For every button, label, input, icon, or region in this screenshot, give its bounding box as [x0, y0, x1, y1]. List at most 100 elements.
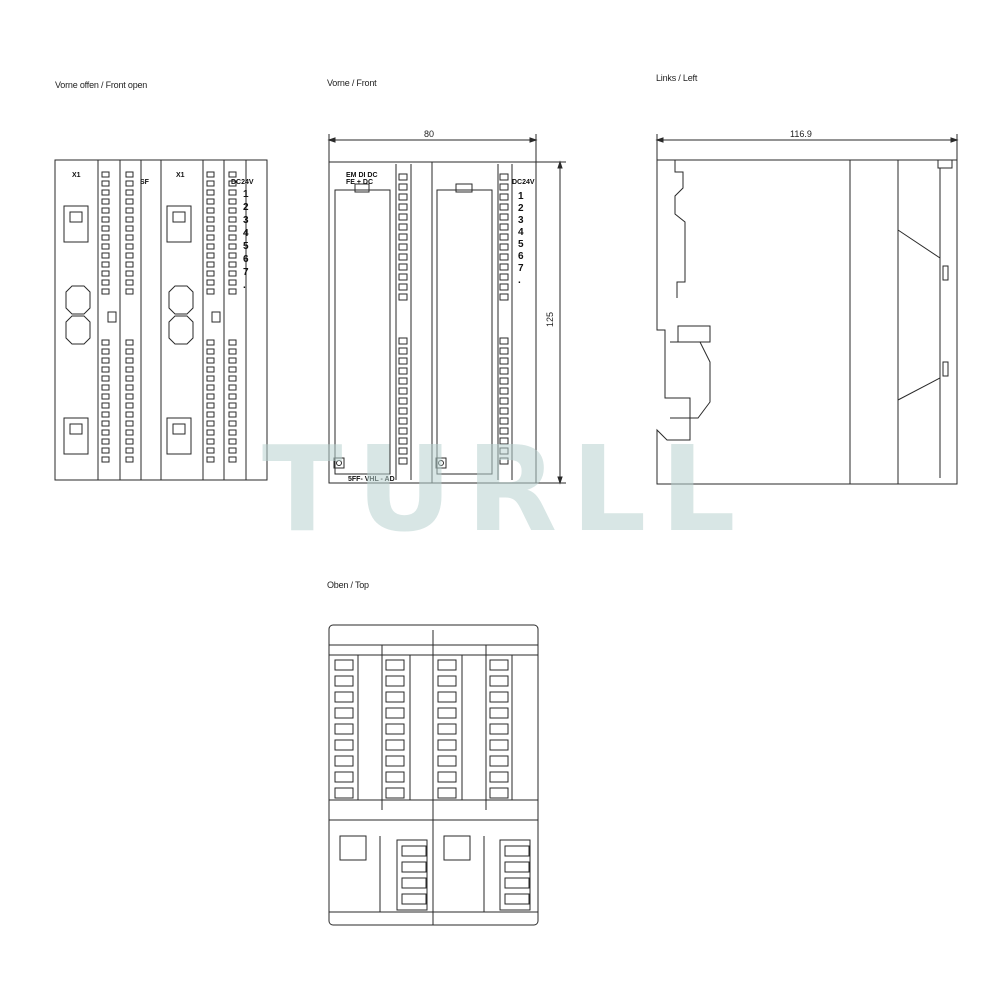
left-view: [655, 134, 959, 485]
left-profile: [656, 159, 958, 485]
dim-width-front: 80: [424, 129, 434, 139]
terminal-cell: [385, 707, 405, 719]
terminal-slot: [398, 367, 408, 375]
terminal-slot: [206, 216, 215, 223]
terminal-cell: [334, 723, 354, 735]
channel-label: 4: [518, 227, 524, 238]
front-bottom-text: 5FF- VHL - AD: [348, 476, 395, 483]
terminal-cell: [401, 845, 427, 857]
terminal-slot: [101, 252, 110, 259]
terminal-slot: [398, 337, 408, 345]
terminal-slot: [101, 339, 110, 346]
terminal-cell: [437, 771, 457, 783]
front-dc-label: DC24V: [512, 179, 535, 186]
terminal-slot: [101, 357, 110, 364]
terminal-slot: [499, 203, 509, 211]
terminal-slot: [125, 420, 134, 427]
terminal-slot: [206, 198, 215, 205]
terminal-cell: [437, 691, 457, 703]
label-left: Links / Left: [656, 73, 698, 83]
terminal-slot: [101, 279, 110, 286]
terminal-slot: [228, 207, 237, 214]
terminal-slot: [206, 207, 215, 214]
terminal-slot: [125, 180, 134, 187]
terminal-slot: [499, 387, 509, 395]
terminal-cell: [334, 691, 354, 703]
terminal-slot: [125, 429, 134, 436]
terminal-slot: [398, 283, 408, 291]
terminal-slot: [499, 377, 509, 385]
terminal-slot: [101, 348, 110, 355]
terminal-slot: [125, 198, 134, 205]
terminal-slot: [228, 252, 237, 259]
terminal-slot: [398, 223, 408, 231]
terminal-slot: [228, 393, 237, 400]
terminal-slot: [228, 375, 237, 382]
terminal-slot: [499, 243, 509, 251]
terminal-slot: [125, 243, 134, 250]
terminal-slot: [125, 279, 134, 286]
terminal-slot: [101, 447, 110, 454]
terminal-slot: [125, 447, 134, 454]
terminal-slot: [499, 427, 509, 435]
sf-label: SF: [140, 179, 150, 186]
terminal-cell: [504, 845, 530, 857]
x1-right-label: X1: [176, 172, 185, 179]
terminal-slot: [101, 456, 110, 463]
terminal-slot: [228, 366, 237, 373]
terminal-cell: [334, 787, 354, 799]
terminal-slot: [206, 411, 215, 418]
terminal-slot: [499, 357, 509, 365]
terminal-slot: [125, 171, 134, 178]
terminal-slot: [499, 263, 509, 271]
channel-label: 3: [518, 215, 524, 226]
terminal-slot: [228, 420, 237, 427]
terminal-slot: [228, 384, 237, 391]
terminal-slot: [101, 270, 110, 277]
terminal-slot: [206, 180, 215, 187]
terminal-slot: [499, 447, 509, 455]
terminal-slot: [101, 420, 110, 427]
terminal-slot: [206, 447, 215, 454]
terminal-slot: [101, 411, 110, 418]
terminal-slot: [206, 234, 215, 241]
terminal-slot: [125, 393, 134, 400]
terminal-slot: [101, 234, 110, 241]
label-front: Vorne / Front: [327, 78, 377, 88]
terminal-cell: [437, 739, 457, 751]
terminal-slot: [125, 261, 134, 268]
channel-label: 1: [518, 191, 524, 202]
terminal-slot: [101, 225, 110, 232]
terminal-slot: [101, 216, 110, 223]
terminal-slot: [228, 198, 237, 205]
terminal-slot: [125, 348, 134, 355]
terminal-cell: [489, 659, 509, 671]
terminal-slot: [206, 375, 215, 382]
terminal-slot: [398, 273, 408, 281]
terminal-slot: [206, 261, 215, 268]
terminal-slot: [206, 366, 215, 373]
terminal-slot: [499, 437, 509, 445]
front-left-panel: [334, 189, 391, 475]
terminal-slot: [125, 207, 134, 214]
terminal-slot: [228, 357, 237, 364]
terminal-cell: [385, 787, 405, 799]
terminal-slot: [206, 384, 215, 391]
terminal-cell: [401, 877, 427, 889]
terminal-slot: [499, 417, 509, 425]
terminal-cell: [489, 723, 509, 735]
channel-label: 7: [518, 263, 524, 274]
front-right-panel: [436, 189, 493, 475]
terminal-slot: [125, 438, 134, 445]
terminal-cell: [489, 755, 509, 767]
terminal-slot: [398, 213, 408, 221]
terminal-slot: [398, 387, 408, 395]
terminal-cell: [504, 893, 530, 905]
terminal-slot: [101, 171, 110, 178]
terminal-cell: [489, 675, 509, 687]
terminal-slot: [101, 288, 110, 295]
terminal-slot: [228, 270, 237, 277]
terminal-slot: [206, 171, 215, 178]
